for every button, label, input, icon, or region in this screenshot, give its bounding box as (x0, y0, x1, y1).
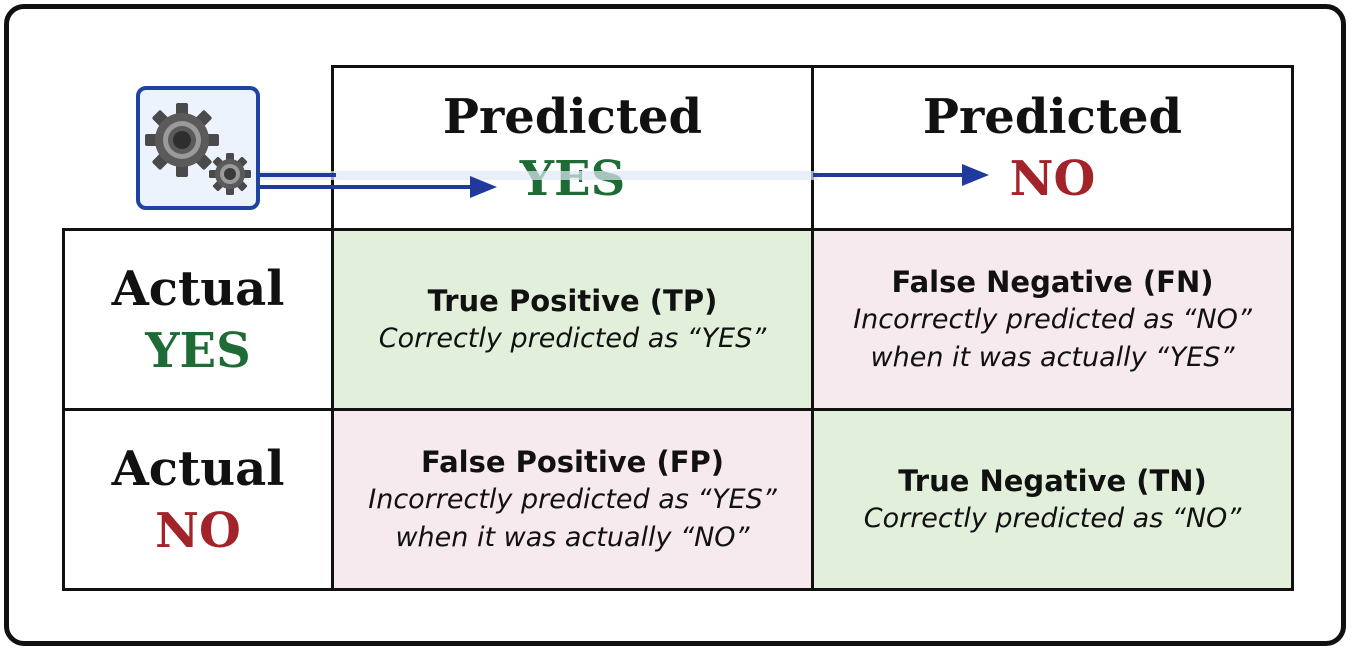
fn-description-line1: Incorrectly predicted as “NO” (853, 303, 1252, 335)
row-actual-yes-value: YES (145, 322, 251, 379)
row-actual-no-label: Actual (111, 440, 285, 497)
large-gear (145, 103, 219, 177)
arrow-to-no-head (962, 164, 989, 186)
cell-true-negative: True Negative (TN) Correctly predicted a… (811, 408, 1294, 591)
fp-title: False Positive (FP) (420, 444, 725, 479)
tp-description: Correctly predicted as “YES” (378, 322, 767, 354)
row-actual-yes: Actual YES (62, 228, 334, 411)
gears-icon (136, 86, 260, 210)
fn-title: False Negative (FN) (891, 264, 1214, 299)
tn-description: Correctly predicted as “NO” (863, 502, 1242, 534)
tn-title: True Negative (TN) (898, 463, 1207, 498)
gears-icon-graphic (145, 103, 251, 195)
fp-description-line2: when it was actually “NO” (395, 521, 750, 553)
arrow-to-yes-head (470, 176, 497, 198)
header-predicted-no-value: NO (1009, 151, 1096, 207)
row-actual-no: Actual NO (62, 408, 334, 591)
cell-true-positive: True Positive (TP) Correctly predicted a… (331, 228, 814, 411)
arrow-highlight (258, 171, 818, 180)
fp-description-line1: Incorrectly predicted as “YES” (368, 483, 777, 515)
row-actual-yes-label: Actual (111, 260, 285, 317)
cell-false-negative: False Negative (FN) Incorrectly predicte… (811, 228, 1294, 411)
fn-description-line2: when it was actually “YES” (870, 341, 1235, 373)
small-gear (209, 153, 251, 195)
row-actual-no-value: NO (155, 502, 241, 559)
header-predicted-yes-label: Predicted (442, 89, 703, 145)
header-predicted-no-label: Predicted (922, 89, 1183, 145)
tp-title: True Positive (TP) (427, 283, 718, 318)
cell-false-positive: False Positive (FP) Incorrectly predicte… (331, 408, 814, 591)
